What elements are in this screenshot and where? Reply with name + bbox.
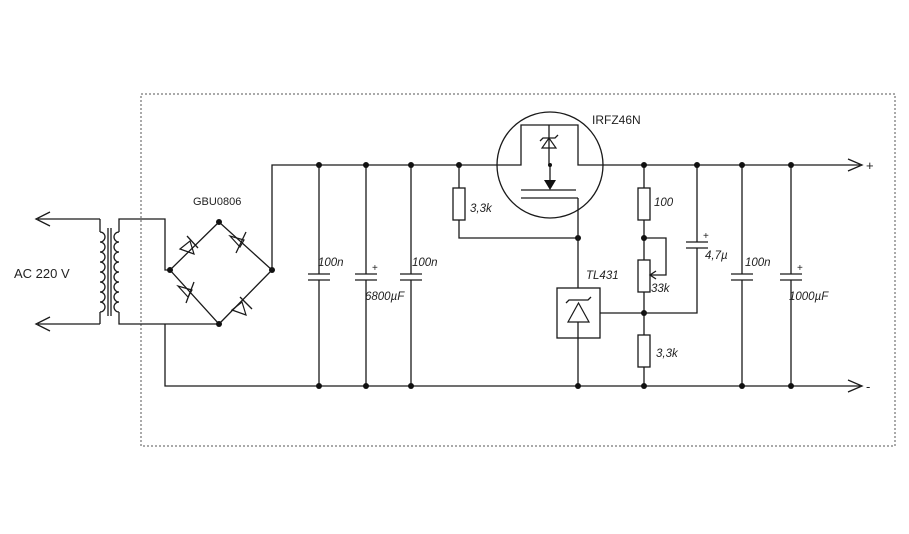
enclosure-border	[140, 93, 896, 447]
positive-rail-left	[271, 164, 500, 270]
c2-value: 6800µF	[365, 291, 405, 303]
bridge-rectifier	[167, 219, 275, 327]
gate-resistor	[452, 162, 581, 241]
negative-output-label: -	[866, 379, 870, 394]
r-bottom-value: 3,3k	[656, 348, 679, 360]
positive-output-label: +	[866, 158, 874, 173]
transformer	[34, 211, 219, 332]
capacitor-4u7	[644, 162, 708, 314]
c-4u7-polarity: +	[703, 231, 709, 242]
c3-value: 100n	[412, 257, 438, 269]
c6-value: 1000µF	[789, 291, 829, 303]
c-4u7-value: 4,7µ	[705, 250, 728, 262]
capacitor-c2	[355, 162, 377, 389]
r-top-value: 100	[654, 197, 674, 209]
tl431-regulator	[556, 238, 644, 389]
gate-resistor-value: 3,3k	[470, 203, 493, 215]
voltage-divider	[637, 162, 667, 389]
input-voltage-label: AC 220 V	[14, 266, 70, 281]
bridge-label: GBU0806	[193, 196, 241, 208]
negative-rail	[164, 324, 860, 387]
capacitor-c3	[400, 162, 422, 389]
mosfet-label: IRFZ46N	[592, 113, 641, 127]
c1-value: 100n	[318, 257, 344, 269]
r-pot-value: 33k	[651, 283, 671, 295]
c2-polarity: +	[372, 263, 378, 274]
c5-value: 100n	[745, 257, 771, 269]
capacitor-c5	[731, 162, 753, 389]
capacitor-c1	[308, 162, 330, 389]
mosfet	[496, 111, 610, 238]
c6-polarity: +	[797, 263, 803, 274]
tl431-label: TL431	[586, 270, 619, 282]
capacitor-c6	[780, 162, 802, 389]
